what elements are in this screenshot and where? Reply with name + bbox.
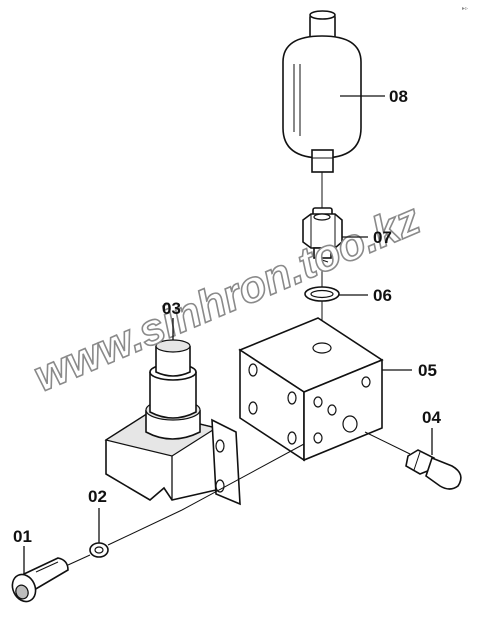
callout-04: 04 bbox=[422, 408, 441, 427]
axis-line-washer bbox=[107, 509, 183, 546]
washer-part bbox=[89, 542, 109, 558]
callout-07: 07 bbox=[373, 228, 392, 247]
o-ring-part bbox=[304, 286, 340, 302]
union-nut-part bbox=[302, 207, 343, 263]
callout-02: 02 bbox=[88, 487, 107, 506]
socket-head-bolt-part bbox=[11, 557, 69, 603]
corner-mark: ▸▹ bbox=[462, 6, 468, 12]
plug-fitting-part bbox=[364, 431, 462, 490]
callout-06: 06 bbox=[373, 286, 392, 305]
valve-cartridge-part bbox=[104, 318, 241, 506]
axis-line-bracket-block bbox=[181, 443, 305, 511]
manifold-block-part bbox=[238, 317, 384, 462]
callout-03: 03 bbox=[162, 299, 181, 318]
accumulator-part bbox=[282, 10, 362, 173]
axis-line-bolt bbox=[67, 554, 91, 566]
callout-08: 08 bbox=[389, 87, 408, 106]
callout-05: 05 bbox=[418, 361, 437, 380]
callout-01: 01 bbox=[13, 527, 32, 546]
